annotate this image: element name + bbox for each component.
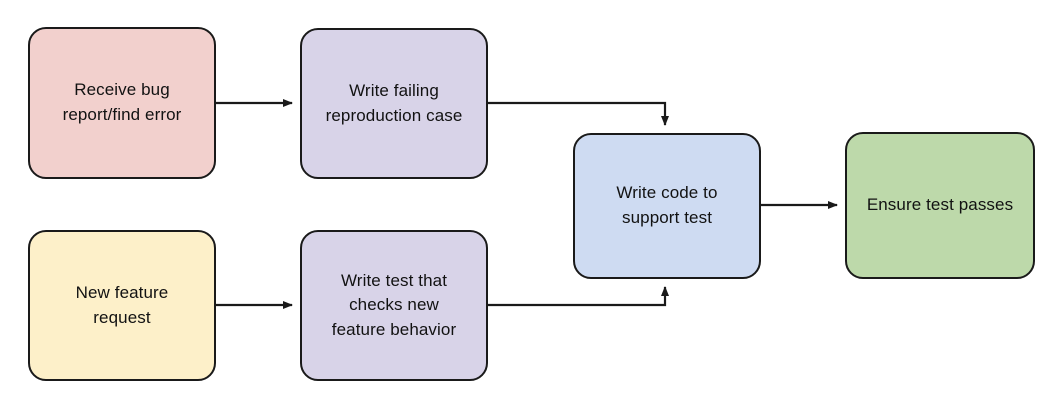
node-label: Write failing reproduction case [325, 80, 463, 125]
node-label: Write code to support test [616, 183, 718, 227]
node-new-feature-request[interactable]: New feature request [28, 230, 216, 381]
edge-write-test-checks-new-feature-to-write-code-to-support-test [488, 286, 669, 307]
node-label: Receive bug report/find error [62, 80, 182, 124]
node-label: New feature request [75, 282, 169, 327]
node-write-failing-reproduction-case[interactable]: Write failing reproduction case [300, 28, 488, 179]
node-label: Ensure test passes [866, 195, 1014, 215]
node-receive-bug-report[interactable]: Receive bug report/find error [28, 27, 216, 179]
edge-write-failing-reproduction-case-to-write-code-to-support-test [488, 101, 669, 126]
node-ensure-test-passes[interactable]: Ensure test passes [845, 132, 1035, 279]
node-write-test-checks-new-feature[interactable]: Write test that checks new feature behav… [300, 230, 488, 381]
node-label: Write test that checks new feature behav… [331, 270, 457, 339]
node-write-code-to-support-test[interactable]: Write code to support test [573, 133, 761, 279]
